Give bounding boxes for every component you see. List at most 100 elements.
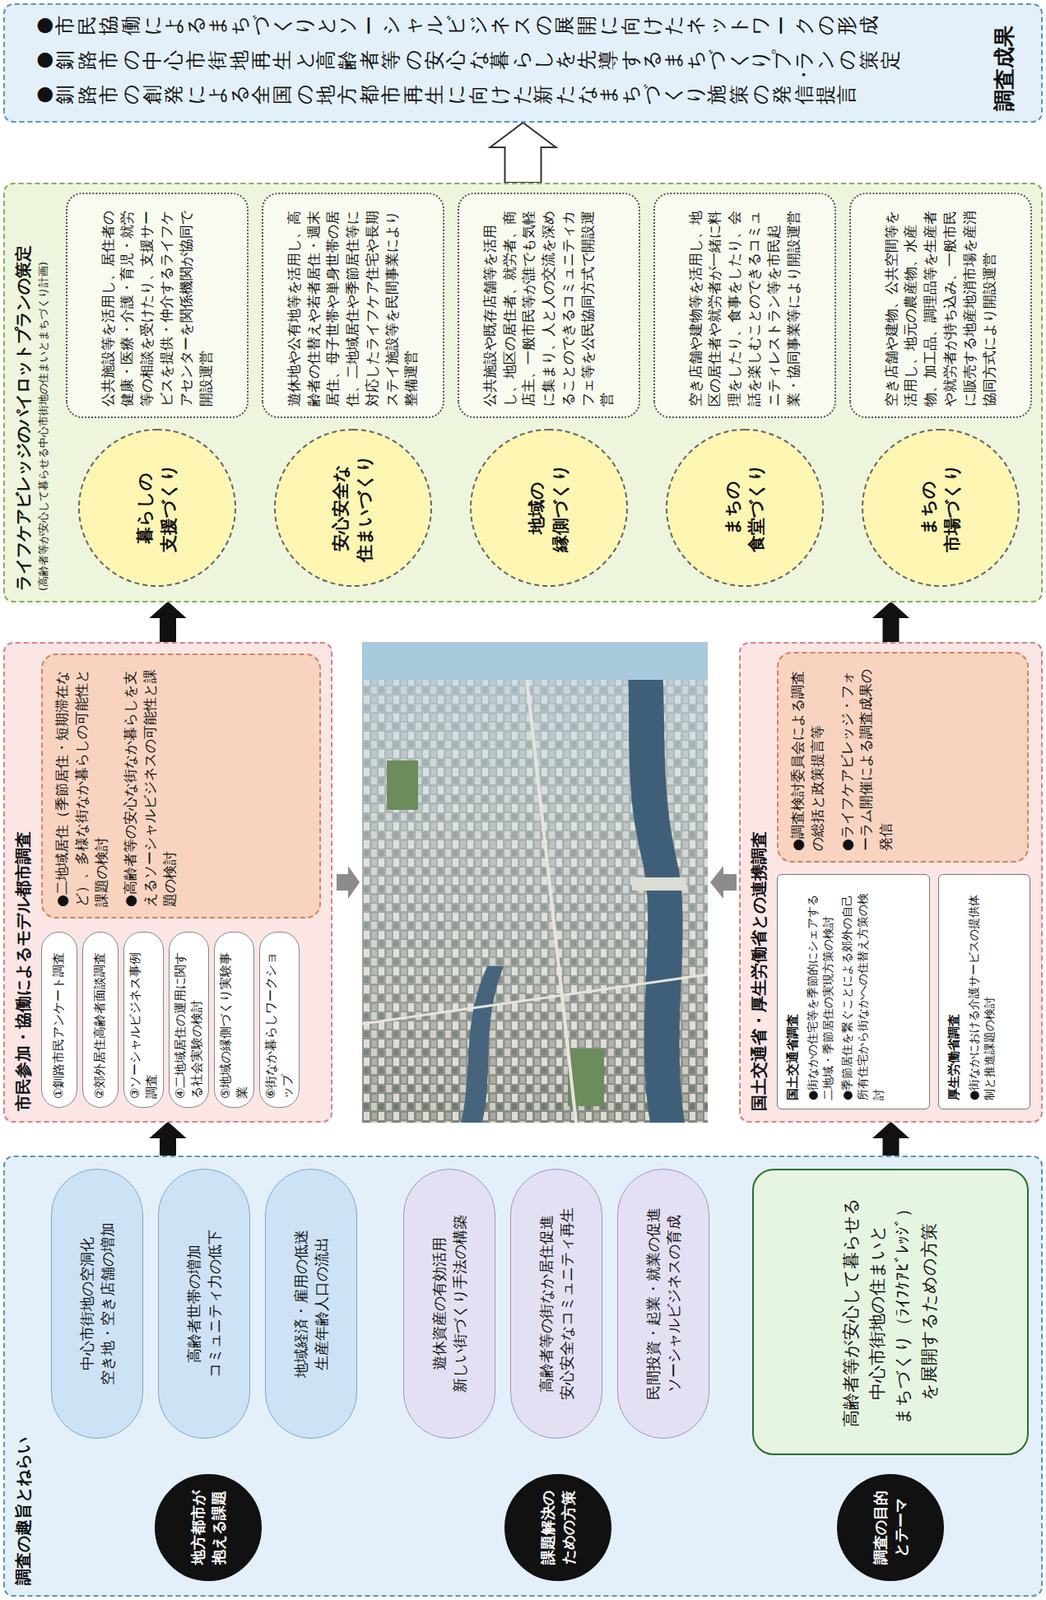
river	[460, 966, 504, 1123]
flow-arrow	[490, 122, 557, 183]
circle-outline	[860, 427, 1021, 588]
section-panel: 国土交通省調査●街なかの住宅等を季節的にシェアする二地域・季節居住の実現方策の検…	[739, 641, 1043, 1123]
bullet-text: ●ライフケアビレッジ・フォーラム開催による調査成果の発信	[837, 663, 897, 851]
pill-text: 地域経済・雇用の低迷 生産年齢人口の流出	[290, 1228, 332, 1380]
bridge	[632, 877, 687, 891]
circle-label: 地域の 縁側づくり	[525, 462, 574, 554]
survey-item: ⑥街なか暮らしワークショップ	[259, 931, 300, 1108]
issue-pill: 高齢者世帯の増加 コミュニティ力の低下	[158, 1168, 251, 1439]
panel-heading: ライフケアビレッジのパイロットプランの策定	[11, 194, 35, 591]
description-text: 遊休地や公有地等を活用し、高齢者の住替えや若者居住・週末居住、母子世帯や単身世帯…	[284, 204, 423, 407]
survey-item: ②郊外居住高齢者面談調査	[82, 931, 119, 1108]
circle-label: 課題解決の ための方策	[537, 1489, 579, 1567]
result-text: ●釧路市の中心市街地再生と高齢者等の安心な暮らしを先導するまちづくりプランの策定	[32, 50, 902, 70]
box-text: ●街なかにおける介護サービスの提供体制と推進課題の検討	[966, 883, 998, 1101]
bullet-text: ●調査検討委員会による調査の総括と政策提言等	[788, 663, 828, 851]
goal-box: 高齢者等が安心して暮らせる 中心市街地の住まいと まちづくり（ﾗｲﾌｹｱﾋﾞﾚｯ…	[752, 1168, 1029, 1456]
result-text: 調査成果	[989, 25, 1019, 112]
park-area	[386, 760, 419, 810]
pill-text: 遊休資産の有効活用 新しい街づくり手法の構築	[428, 1213, 470, 1395]
sea	[362, 641, 708, 680]
panel-heading: 国土交通省・厚生労働省との連携調査	[747, 653, 771, 1112]
circle-label: 安心安全な 住まいづくり	[329, 452, 378, 563]
survey-item: ①釧路市民アンケート調査	[41, 931, 78, 1108]
issue-pill: 遊休資産の有効活用 新しい街づくり手法の構築	[403, 1168, 496, 1439]
road	[526, 678, 577, 1123]
description-text: 空き店舗や建物、公共空間等を活用し、地元の農産物、水産物、加工品、調理品等を生産…	[882, 204, 1000, 407]
flow-arrow	[874, 602, 908, 642]
issue-pill: 高齢者等の街なか居住促進 安心安全なコミュニティ再生	[510, 1168, 603, 1439]
bullet-text: ●二地域居住（季節居住・短期滞在など）、多様な街なか暮らしの可能性と課題の検討	[52, 664, 112, 907]
ministry-box: 国土交通省調査●街なかの住宅等を季節的にシェアする二地域・季節居住の実現方策の検…	[776, 873, 930, 1110]
plan-description: 空き店舗や建物、公共空間等を活用し、地元の農産物、水産物、加工品、調理品等を生産…	[849, 192, 1033, 419]
survey-item: ③ソーシャルビジネス事例調査	[123, 931, 164, 1108]
circle-outline	[153, 1473, 263, 1582]
circle-label: 暮らしの 支援づくり	[133, 462, 182, 554]
pill-text: 高齢者世帯の増加 コミュニティ力の低下	[183, 1228, 225, 1380]
flow-arrow	[710, 865, 737, 899]
result-text: ●釧路市の創発による全国の地方都市再生に向けた新たなまちづくり施策の発信・提言	[32, 84, 859, 105]
theme-circle: 調査の目的 とテーマ	[836, 1473, 945, 1582]
description-text: 公共施設等を活用し、居住者の健康・医療・介護・育児・就労等の相談を受けたり、支援…	[98, 204, 217, 407]
road	[362, 974, 708, 1024]
circle-label: まちの 食堂づくり	[720, 462, 770, 554]
box-text: 国土交通省調査	[784, 883, 802, 1101]
photo-haze	[362, 641, 708, 1123]
pill-text: 民間投資・起業・就業の促進 ソーシャルビジネスの育成	[642, 1206, 684, 1402]
description-text: 空き店舗や建物等を活用し、地区の居住者や就労者が一緒に料理をしたり、食事をしたり…	[686, 204, 805, 407]
panel-subtitle: (高齢者等が安心して暮らせる中心市街地の住まいとまちづくり計画)	[36, 194, 52, 591]
bullet-text: ●高齢者等の安心な街なか暮らしを支えるソーシャルビジネスの可能性と課題の検討	[120, 664, 180, 907]
aerial-photo	[362, 641, 708, 1123]
plan-circle: 地域の 縁側づくり	[469, 427, 629, 588]
circle-outline	[469, 427, 629, 588]
item-text: ⑤地域の縁側づくり実験事業	[218, 940, 251, 1099]
circle-label: 地方都市が 抱える課題	[187, 1489, 229, 1567]
circle-outline	[77, 427, 238, 588]
issue-pill: 中心市街地の空洞化 空き地・空き店舗の増加	[51, 1168, 144, 1439]
circle-shape	[862, 429, 1019, 586]
circle-shape	[666, 429, 823, 586]
survey-item: ⑤地域の縁側づくり実験事業	[213, 931, 255, 1108]
circle-outline	[664, 427, 825, 588]
circle-shape	[470, 429, 628, 586]
circle-shape	[505, 1474, 611, 1581]
plan-circle: 安心安全な 住まいづくり	[273, 427, 433, 588]
circle-shape	[837, 1474, 944, 1581]
result-panel: 調査成果 ●市民協働によるまちづくりとソーシャルビジネスの展開に向けたネットワーク…	[3, 3, 1043, 123]
circle-outline	[836, 1473, 945, 1582]
panel-heading: 市民参加・協働によるモデル都市調査	[11, 653, 35, 1112]
focus-box: ●二地域居住（季節居住・短期滞在など）、多様な街なか暮らしの可能性と課題の検討●…	[41, 653, 321, 919]
focus-box: ●調査検討委員会による調査の総括と政策提言等●ライフケアビレッジ・フォーラム開催…	[776, 651, 1029, 863]
issue-pill: 地域経済・雇用の低迷 生産年齢人口の流出	[264, 1168, 358, 1439]
plan-circle: まちの 食堂づくり	[664, 427, 825, 588]
plan-description: 遊休地や公有地等を活用し、高齢者の住替えや若者居住・週末居住、母子世帯や単身世帯…	[261, 192, 445, 419]
theme-circle: 課題解決の ための方策	[503, 1473, 613, 1582]
box-text: 厚生労働省調査	[945, 883, 963, 1101]
plan-description: 空き店舗や建物等を活用し、地区の居住者や就労者が一緒に料理をしたり、食事をしたり…	[653, 192, 837, 419]
pill-text: 高齢者等の街なか居住促進 安心安全なコミュニティ再生	[535, 1206, 577, 1402]
ministry-box: 厚生労働省調査●街なかにおける介護サービスの提供体制と推進課題の検討	[938, 873, 1031, 1110]
item-text: ⑥街なか暮らしワークショップ	[263, 940, 296, 1099]
theme-circle: 地方都市が 抱える課題	[153, 1473, 263, 1582]
panel-heading: 調査の趣旨とねらい	[11, 1166, 35, 1586]
flow-arrow	[336, 865, 360, 899]
flow-arrow	[151, 1122, 185, 1156]
item-text: ①釧路市民アンケート調査	[51, 952, 68, 1099]
item-text: ③ソーシャルビジネス事例調査	[127, 940, 160, 1099]
circle-label: 調査の目的 とテーマ	[869, 1489, 912, 1567]
circle-shape	[274, 429, 432, 586]
circle-outline	[503, 1473, 613, 1582]
circle-label: まちの 市場づくり	[916, 462, 966, 554]
pill-text: 中心市街地の空洞化 空き地・空き店舗の増加	[76, 1221, 118, 1387]
city-area	[362, 641, 708, 1123]
survey-item: ④二地域居住の運用に関する社会実験の検討	[168, 931, 210, 1108]
plan-description: 公共施設や既存店舗等を活用し、地区の居住者、就労者、商店主、一般市民等が誰でも気…	[457, 192, 641, 419]
circle-shape	[79, 429, 236, 586]
section-panel: 暮らしの 支援づくり 公共施設等を活用し、居住者の健康・医療・介護・育児・就労等の…	[3, 182, 1043, 603]
flow-arrow	[151, 602, 185, 642]
item-text: ②郊外居住高齢者面談調査	[92, 952, 109, 1099]
result-text: ●市民協働によるまちづくりとソーシャルビジネスの展開に向けたネットワークの形成	[32, 15, 880, 36]
item-text: ④二地域居住の運用に関する社会実験の検討	[172, 940, 205, 1099]
plan-circle: 暮らしの 支援づくり	[77, 427, 238, 588]
issue-pill: 民間投資・起業・就業の促進 ソーシャルビジネスの育成	[617, 1168, 710, 1439]
